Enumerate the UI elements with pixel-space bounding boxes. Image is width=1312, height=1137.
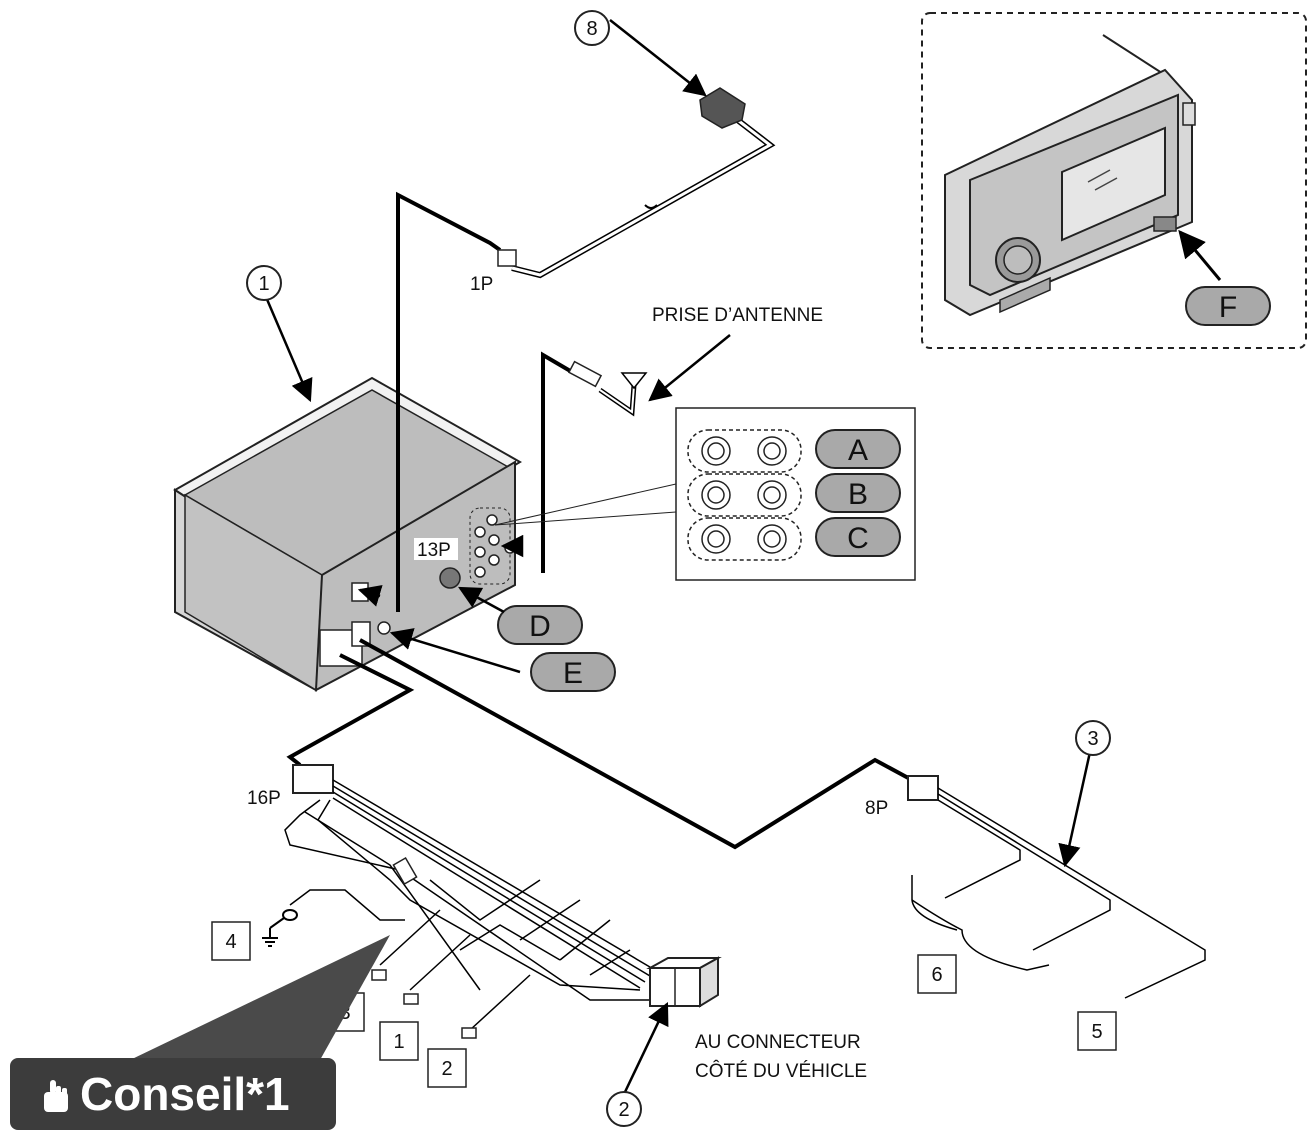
label-13p: 13P: [417, 540, 451, 561]
circled-callouts: [246, 10, 1111, 1127]
callout-2: 2: [618, 1099, 629, 1121]
vehicle-label-line1: AU CONNECTEUR: [695, 1032, 861, 1053]
main-unit: [173, 376, 522, 692]
callout-8: 8: [586, 18, 597, 40]
tip-label: Conseil*1: [80, 1068, 290, 1120]
letter-pills: [497, 286, 1271, 692]
box-2: 2: [441, 1058, 452, 1080]
label-b: B: [848, 478, 868, 511]
label-f: F: [1219, 291, 1237, 324]
label-d: D: [529, 610, 551, 643]
box-6: 6: [931, 964, 942, 986]
harness-8p: [907, 775, 1206, 999]
ground-icon: [262, 909, 298, 947]
box-4: 4: [225, 931, 236, 953]
antenna-icon: [567, 360, 648, 417]
label-1p: 1P: [470, 274, 493, 295]
callout-1: 1: [258, 273, 269, 295]
label-e: E: [563, 657, 583, 690]
front-panel-inset: [921, 12, 1307, 349]
hand-pointer-icon: [44, 1080, 68, 1112]
gps-antenna-icon: [497, 87, 746, 267]
box-1: 1: [393, 1031, 404, 1053]
box-5: 5: [1091, 1021, 1102, 1043]
tip-badge: Conseil*1: [10, 935, 390, 1130]
callout-3: 3: [1087, 728, 1098, 750]
label-8p: 8P: [865, 798, 888, 819]
gps-cable: [511, 115, 776, 279]
label-c: C: [847, 522, 869, 555]
vehicle-label-line2: CÔTÉ DU VÉHICLE: [695, 1060, 867, 1082]
antenna-label: PRISE D’ANTENNE: [652, 305, 823, 326]
pointer-arrows: [264, 19, 1092, 1093]
label-16p: 16P: [247, 788, 281, 809]
cables: [286, 191, 913, 850]
harness-16p: [284, 764, 722, 1039]
label-a: A: [848, 434, 868, 467]
